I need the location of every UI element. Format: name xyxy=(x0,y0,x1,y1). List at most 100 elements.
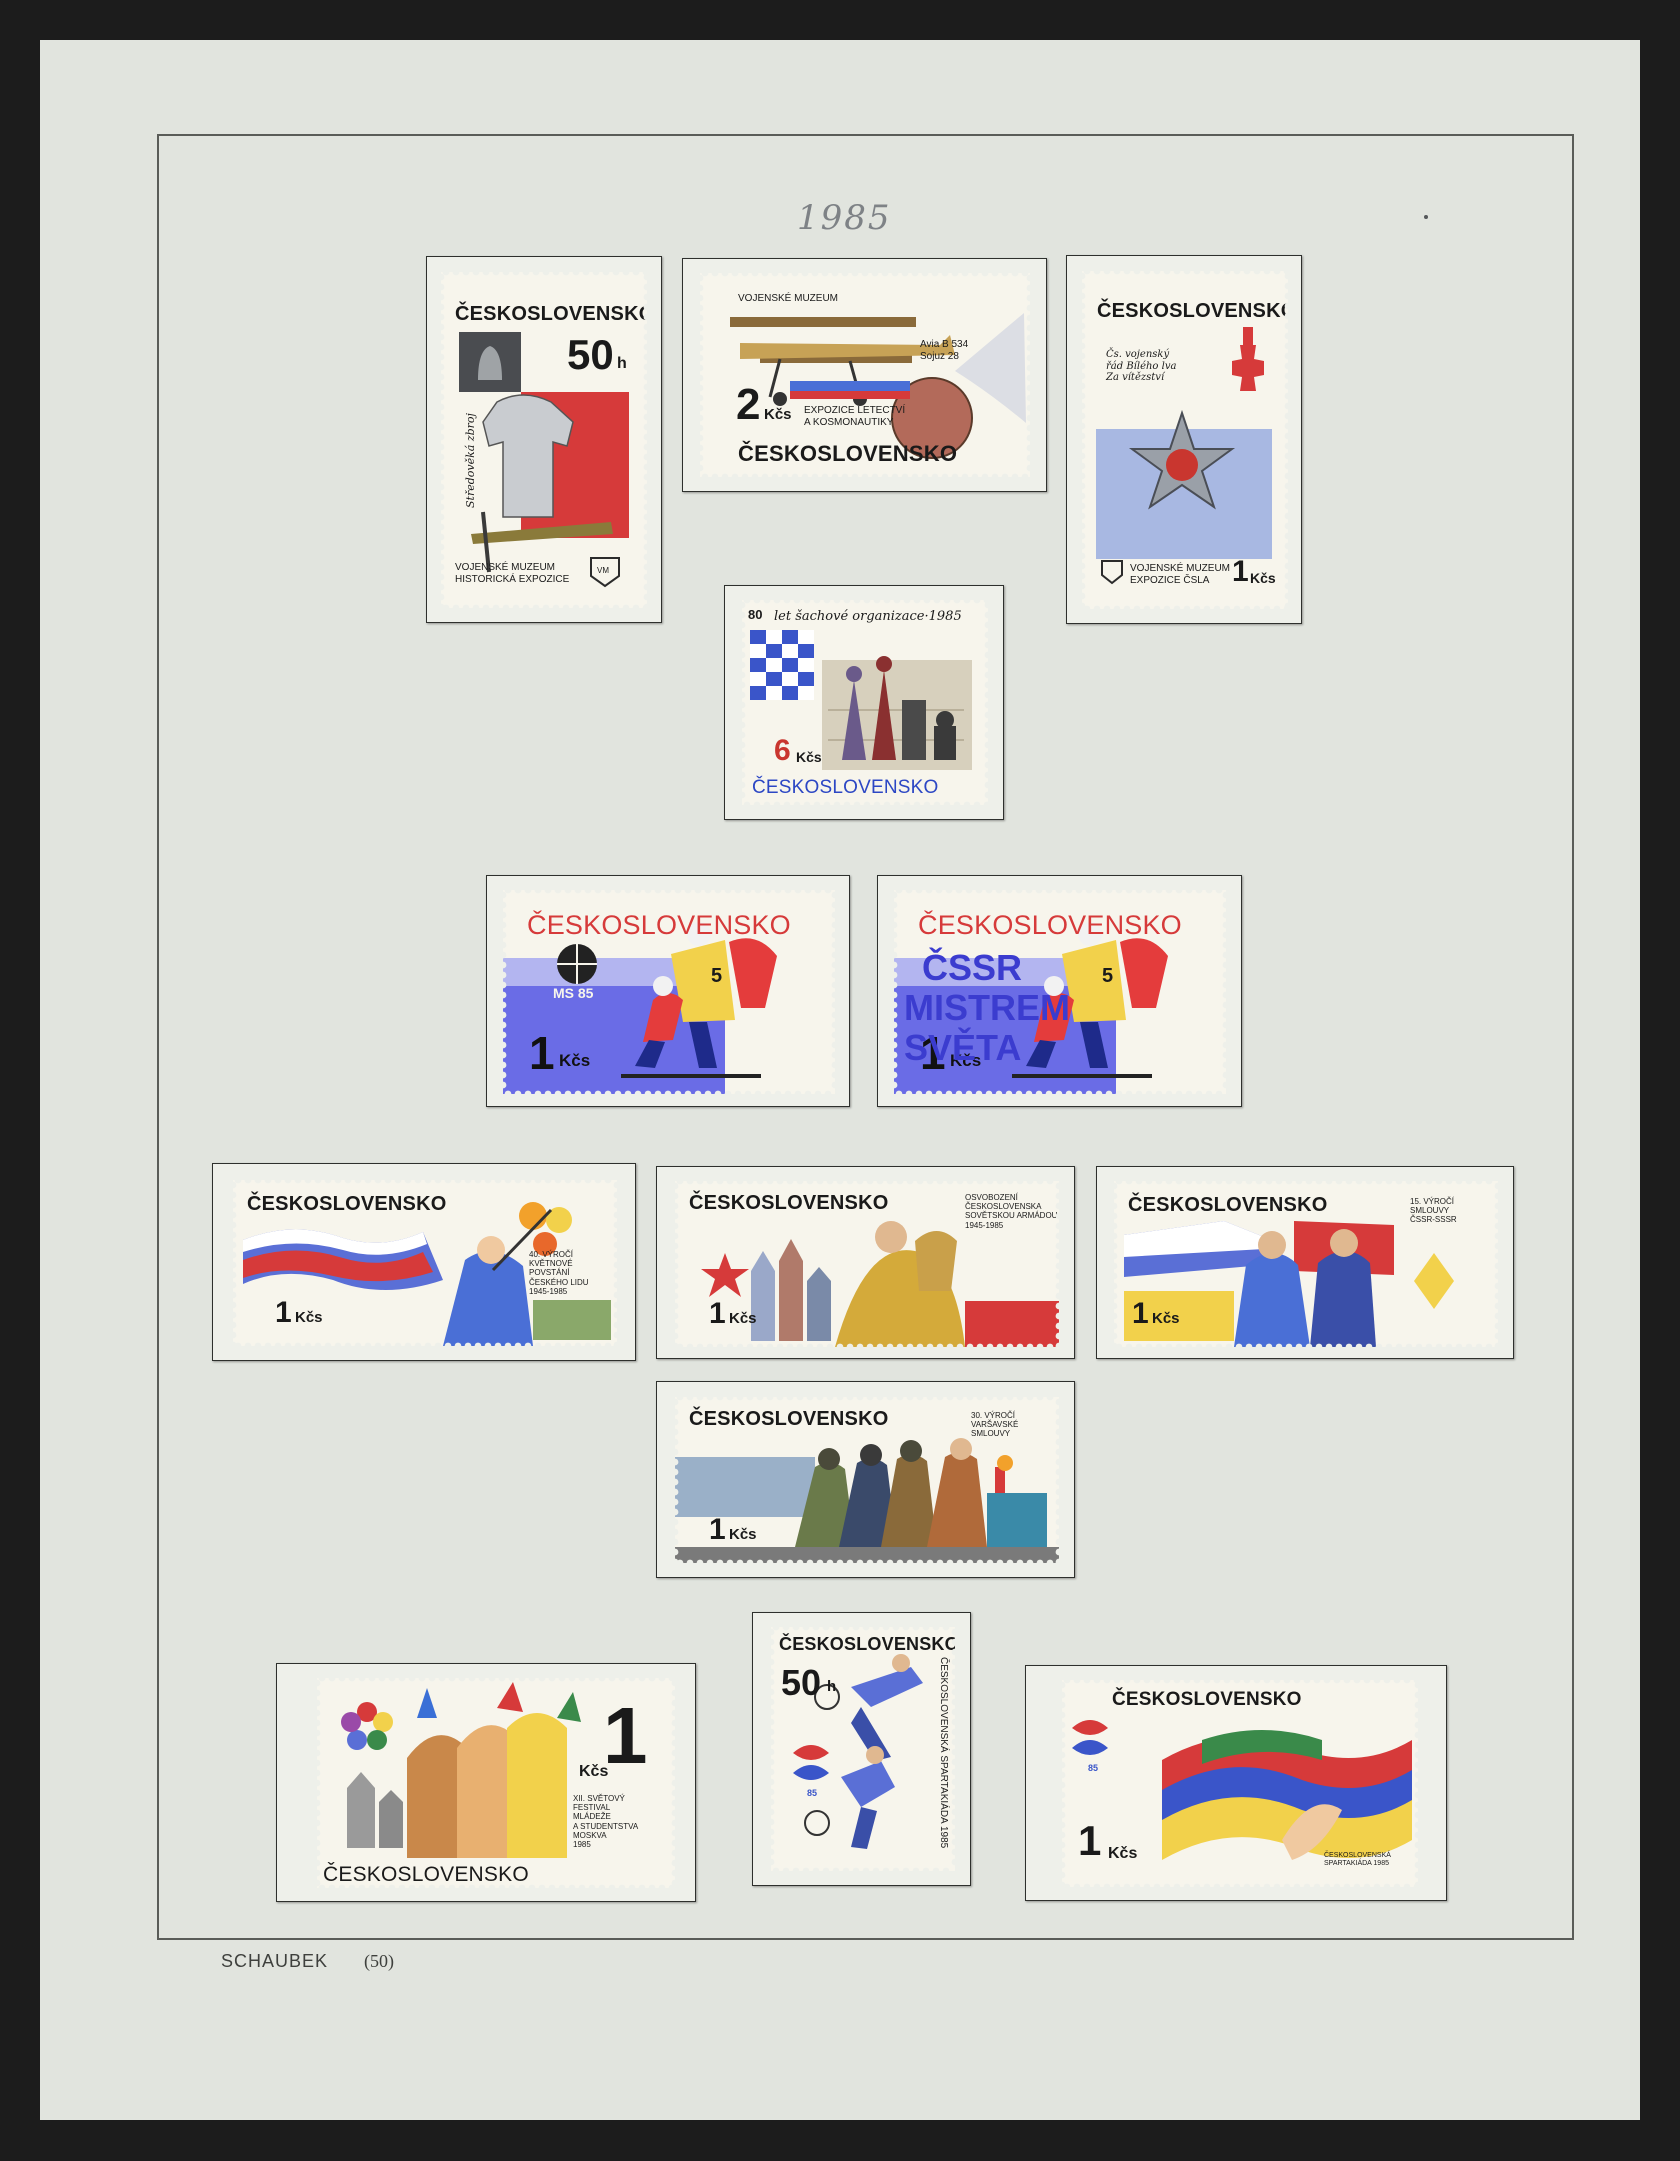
prague-skyline-icon xyxy=(751,1239,831,1341)
stamp-military-museum-csla[interactable]: ČESKOSLOVENSKO Čs. vojenský řád Bílého l… xyxy=(1082,271,1288,609)
helmet-icon xyxy=(478,346,502,380)
stamp-artwork xyxy=(341,1682,581,1858)
stamp-youth-festival-moscow[interactable]: 1 Kčs XII. SVĚTOVÝ FESTIVAL MLÁDEŽE A ST… xyxy=(317,1678,675,1888)
stamp-value: 2 xyxy=(736,380,761,429)
stamp-spartakiada-tennis[interactable]: ČESKOSLOVENSKO 50 h 85 ČESKOSLOVENSKÁ SP… xyxy=(771,1627,955,1871)
factory-icon xyxy=(987,1455,1047,1547)
biplane-icon xyxy=(730,317,916,327)
stamp-value: 1 xyxy=(709,1297,726,1330)
workers-icon xyxy=(1234,1253,1310,1347)
spartakiada-logo-icon xyxy=(1072,1720,1108,1755)
stamp-country-name: ČESKOSLOVENSKO xyxy=(1112,1689,1302,1710)
stamp-plane-label: Avia B 534 Sojuz 28 xyxy=(920,339,969,362)
kremlin-icon xyxy=(347,1772,375,1848)
stamp-country-name: ČESKOSLOVENSKO xyxy=(752,777,939,798)
woman-figure-icon xyxy=(443,1251,533,1346)
soldiers-icon xyxy=(795,1438,987,1547)
stamp-mount: VOJENSKÉ MUZEUM Avia B 534 Sojuz 28 2 Kč… xyxy=(682,258,1047,492)
stamp-treaty-15th-anniversary[interactable]: ČESKOSLOVENSKO 15. VÝROČÍ SMLOUVY ČSSR-S… xyxy=(1114,1181,1498,1347)
stamp-value: 1 xyxy=(1132,1297,1149,1330)
stamp-mount: ČESKOSLOVENSKO 30. VÝROČÍ VARŠAVSKÉ SMLO… xyxy=(656,1381,1075,1578)
stamp-value: 1 xyxy=(709,1513,726,1546)
stamp-country-name: ČESKOSLOVENSKO xyxy=(1128,1194,1328,1216)
stamp-unit: Kčs xyxy=(559,1051,591,1070)
stamp-country-name: ČESKOSLOVENSKO xyxy=(689,1408,889,1430)
chess-pieces-icon xyxy=(842,656,956,760)
stamp-country-name: ČESKOSLOVENSKO xyxy=(1097,300,1288,322)
stamp-country-name: ČESKOSLOVENSKO xyxy=(779,1634,955,1654)
stamp-overprint-line: ČSSR xyxy=(922,947,1023,988)
stamp-country-name: ČESKOSLOVENSKO xyxy=(455,303,647,325)
album-page-frame xyxy=(157,134,1574,1940)
stamp-ice-hockey-ms85[interactable]: ČESKOSLOVENSKO MS 85 5 1 Kčs xyxy=(503,890,835,1094)
stamp-chess-organization[interactable]: 80 let šachové organizace·1985 6 Kčs ČES… xyxy=(742,600,988,805)
flowers-icon xyxy=(519,1202,572,1256)
red-star-icon xyxy=(701,1253,749,1297)
stamp-player-number: 5 xyxy=(1102,965,1114,987)
stamp-value: 1 xyxy=(1232,555,1249,588)
footer-publisher: SCHAUBEK xyxy=(221,1951,329,1971)
stamp-liberation-soviet-army[interactable]: ČESKOSLOVENSKO OSVOBOZENÍ ČESKOSLOVENSKA… xyxy=(675,1181,1059,1347)
stamp-unit: h xyxy=(827,1678,837,1695)
stamp-value: 50 xyxy=(567,331,614,378)
stamp-country-name: ČESKOSLOVENSKO xyxy=(738,441,958,466)
tennis-players-icon xyxy=(804,1654,923,1849)
stamp-side-text: Čs. vojenský řád Bílého lva Za vítězství xyxy=(1106,349,1177,383)
stamp-artwork xyxy=(675,1438,1059,1563)
stamp-mount: ČESKOSLOVENSKO 50 h Středověká zbroj VOJ… xyxy=(426,256,662,623)
footer-page-number: (50) xyxy=(364,1951,394,1971)
stamp-overprint-line: MISTREM xyxy=(904,987,1070,1028)
stamp-logo-label: 85 xyxy=(807,1788,818,1798)
stamp-military-museum-aviation[interactable]: VOJENSKÉ MUZEUM Avia B 534 Sojuz 28 2 Kč… xyxy=(700,273,1030,477)
ink-dot xyxy=(1424,215,1428,219)
festival-flower-icon xyxy=(341,1702,393,1750)
stamp-artwork xyxy=(1124,1221,1454,1347)
flag-wave-icon xyxy=(1162,1730,1412,1860)
stamp-caption: OSVOBOZENÍ ČESKOSLOVENSKA SOVĚTSKOU ARMÁ… xyxy=(965,1193,1058,1230)
stamp-unit: Kčs xyxy=(295,1309,323,1326)
stamp-mount: ČESKOSLOVENSKO 50 h 85 ČESKOSLOVENSKÁ SP… xyxy=(752,1612,971,1886)
stamp-spartakiada-flags[interactable]: ČESKOSLOVENSKO 85 1 Kčs ČESKOSLOVENSKÁ S… xyxy=(1062,1680,1418,1887)
spartakiada-logo-icon xyxy=(793,1745,829,1780)
stamp-mount: 1 Kčs XII. SVĚTOVÝ FESTIVAL MLÁDEŽE A ST… xyxy=(276,1663,696,1902)
crossbow-icon xyxy=(471,522,613,544)
stamp-may-uprising[interactable]: ČESKOSLOVENSKO 40. VÝROČÍ KVĚTNOVÉ POVST… xyxy=(233,1180,617,1346)
stamp-emblem-text: VM xyxy=(597,566,609,575)
stamp-header: VOJENSKÉ MUZEUM xyxy=(738,293,839,304)
space-capsule-icon xyxy=(891,377,973,459)
gymnast-icon xyxy=(1282,1804,1342,1860)
medal-cross-icon xyxy=(1232,345,1264,391)
stamp-warsaw-pact[interactable]: ČESKOSLOVENSKO 30. VÝROČÍ VARŠAVSKÉ SMLO… xyxy=(675,1397,1059,1563)
stamp-unit: Kčs xyxy=(1108,1845,1138,1862)
stamp-caption: XII. SVĚTOVÝ FESTIVAL MLÁDEŽE A STUDENTS… xyxy=(573,1794,639,1849)
stamp-artwork xyxy=(459,332,629,588)
stamp-unit: Kčs xyxy=(729,1310,757,1327)
stamp-military-museum-historic[interactable]: ČESKOSLOVENSKO 50 h Středověká zbroj VOJ… xyxy=(441,272,647,608)
stamp-caption: 15. VÝROČÍ SMLOUVY ČSSR-SSSR xyxy=(1410,1197,1457,1225)
stamp-header-number: 80 xyxy=(748,607,763,622)
stamp-mount: ČESKOSLOVENSKO 40. VÝROČÍ KVĚTNOVÉ POVST… xyxy=(212,1163,636,1361)
stamp-unit: Kčs xyxy=(950,1051,982,1070)
stamp-side-text: Středověká zbroj xyxy=(464,413,477,508)
stamp-ice-hockey-overprint[interactable]: ČESKOSLOVENSKO 5 1 Kčs ČSSR MISTREM SVĚT… xyxy=(894,890,1226,1094)
stamp-badge: MS 85 xyxy=(553,985,594,1001)
stamp-value: 50 xyxy=(781,1662,822,1703)
emblem-icon xyxy=(1414,1253,1454,1309)
page-year-heading: 1985 xyxy=(797,198,892,238)
stamp-caption: ČESKOSLOVENSKÁ SPARTAKIÁDA 1985 xyxy=(1324,1852,1391,1868)
stamp-mount: ČESKOSLOVENSKO 5 1 Kčs ČSSR MISTREM SVĚT… xyxy=(877,875,1242,1107)
stamp-caption: 40. VÝROČÍ KVĚTNOVÉ POVSTÁNÍ ČESKÉHO LID… xyxy=(529,1250,589,1296)
stamp-value: 1 xyxy=(920,1027,946,1079)
stamp-mount: ČESKOSLOVENSKO Čs. vojenský řád Bílého l… xyxy=(1066,255,1302,624)
stamp-country-name: ČESKOSLOVENSKO xyxy=(247,1193,447,1215)
stamp-unit: Kčs xyxy=(1152,1310,1180,1327)
stamp-country-name: ČESKOSLOVENSKO xyxy=(918,910,1182,940)
stamp-artwork xyxy=(730,313,1026,459)
stamp-artwork xyxy=(750,630,972,770)
stamp-value: 6 xyxy=(774,734,791,767)
stamp-artwork xyxy=(1072,1720,1412,1860)
stamp-header: let šachové organizace·1985 xyxy=(774,609,962,624)
stamp-unit: Kčs xyxy=(796,749,822,765)
stamp-mount: ČESKOSLOVENSKO MS 85 5 1 Kčs xyxy=(486,875,850,1107)
youth-faces-icon xyxy=(407,1682,581,1858)
